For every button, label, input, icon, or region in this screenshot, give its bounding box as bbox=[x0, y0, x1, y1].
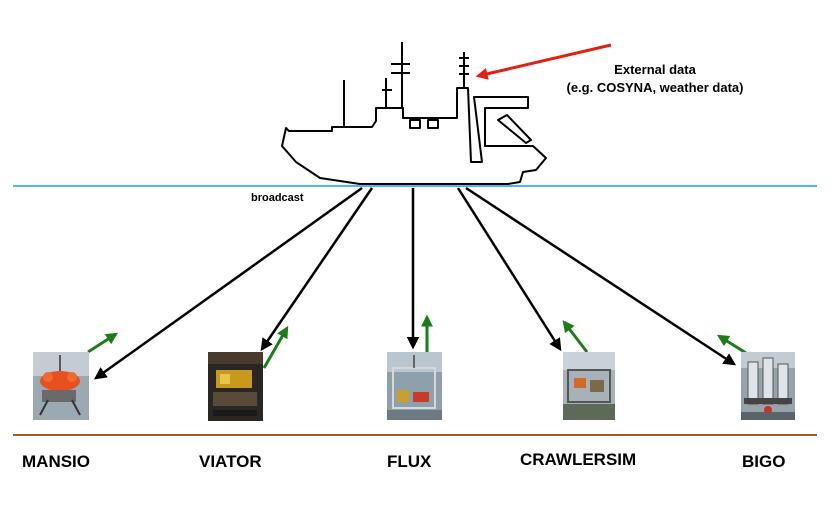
downlink-arrow-mansio bbox=[93, 186, 363, 380]
device-photo-bigo bbox=[741, 352, 795, 420]
uplink-arrow-bigo bbox=[716, 334, 747, 355]
external-data-label: External data (e.g. COSYNA, weather data… bbox=[540, 61, 770, 97]
ship-outline bbox=[281, 42, 547, 185]
device-photo-viator bbox=[208, 352, 263, 421]
downlink-arrow-viator bbox=[260, 187, 374, 352]
device-photo-crawlersim bbox=[563, 352, 615, 420]
broadcast-label: broadcast bbox=[251, 192, 304, 204]
device-label-mansio: MANSIO bbox=[22, 452, 90, 471]
device-label-viator: VIATOR bbox=[199, 452, 262, 471]
uplink-arrow-crawlersim bbox=[562, 320, 589, 353]
device-label-crawlersim: CRAWLERSIM bbox=[520, 450, 637, 469]
external-data-arrow bbox=[475, 43, 612, 80]
device-label-flux: FLUX bbox=[387, 452, 432, 471]
downlink-arrow-bigo bbox=[465, 186, 737, 366]
uplink-arrow-viator bbox=[262, 325, 289, 369]
external-data-title: External data bbox=[614, 62, 696, 77]
device-label-bigo: BIGO bbox=[742, 452, 786, 471]
device-photo-flux bbox=[387, 352, 442, 420]
uplink-arrow-mansio bbox=[87, 332, 119, 354]
device-photo-mansio bbox=[33, 352, 89, 420]
external-data-examples: (e.g. COSYNA, weather data) bbox=[566, 80, 744, 95]
downlink-arrow-crawlersim bbox=[456, 187, 562, 352]
